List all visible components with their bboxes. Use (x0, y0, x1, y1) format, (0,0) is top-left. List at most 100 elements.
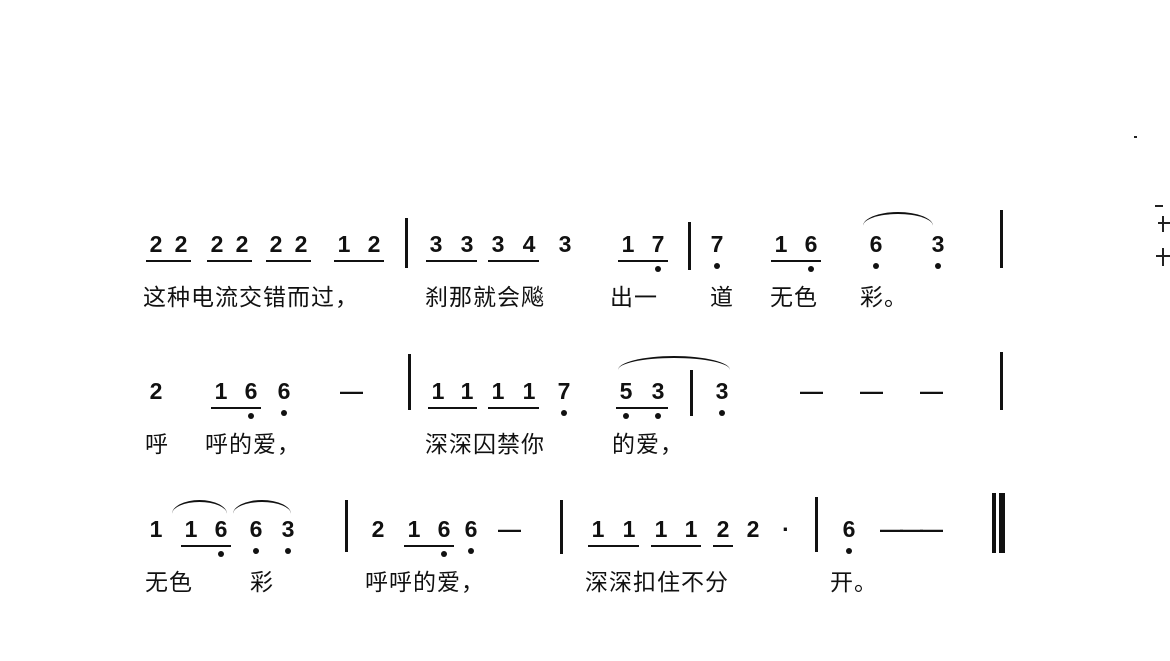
lyric-text: 这种电流交错而过， (143, 285, 359, 311)
octave-dot-below (719, 410, 725, 416)
bar-line (1000, 210, 1003, 268)
eighth-beam (713, 545, 733, 547)
note: 3 (491, 231, 505, 257)
octave-dot-below (655, 266, 661, 272)
note: 1 (684, 516, 698, 542)
lyric-text: 深深扣住不分 (585, 570, 729, 596)
note: 6 (244, 378, 258, 404)
octave-dot-below (441, 551, 447, 557)
bar-line (408, 354, 411, 410)
note: · (782, 516, 790, 542)
final-double-bar (992, 493, 996, 553)
margin-mark (1162, 248, 1164, 266)
note: 2 (716, 516, 730, 542)
note: 1 (522, 378, 536, 404)
note: 6 (249, 516, 263, 542)
dash-sustain: — (860, 378, 883, 404)
bar-line (1000, 352, 1003, 410)
eighth-beam (488, 260, 539, 262)
note: 1 (654, 516, 668, 542)
bar-line (690, 370, 693, 416)
note: 2 (149, 231, 163, 257)
note: 2 (235, 231, 249, 257)
eighth-beam (334, 260, 384, 262)
note: 3 (931, 231, 945, 257)
note: 6 (842, 516, 856, 542)
note: 7 (651, 231, 665, 257)
note: 1 (622, 516, 636, 542)
note: 3 (715, 378, 729, 404)
note: 1 (431, 378, 445, 404)
note: 7 (710, 231, 724, 257)
eighth-beam (426, 260, 477, 262)
eighth-beam (211, 407, 261, 409)
slur-tie (618, 356, 730, 370)
eighth-beam (488, 407, 539, 409)
lyric-text: 开。 (830, 570, 878, 596)
octave-dot-below (873, 263, 879, 269)
lyric-text: 深深囚禁你 (425, 432, 545, 458)
note: 3 (429, 231, 443, 257)
note: 6 (804, 231, 818, 257)
lyric-text: 道 (710, 285, 734, 311)
octave-dot-below (561, 410, 567, 416)
note: 2 (367, 231, 381, 257)
note: 3 (651, 378, 665, 404)
octave-dot-below (655, 413, 661, 419)
note: 6 (214, 516, 228, 542)
lyric-text: 彩 (250, 570, 274, 596)
note: 6 (464, 516, 478, 542)
lyric-text: 刹那就会飚 (425, 285, 545, 311)
margin-mark (1134, 136, 1137, 138)
note: 1 (184, 516, 198, 542)
eighth-beam (771, 260, 821, 262)
eighth-beam (404, 545, 454, 547)
lyric-text: 的爱， (612, 432, 684, 458)
dash-sustain: — (498, 516, 521, 542)
note: 1 (621, 231, 635, 257)
octave-dot-below (935, 263, 941, 269)
margin-mark (1158, 222, 1170, 224)
note: 2 (269, 231, 283, 257)
octave-dot-below (281, 410, 287, 416)
lyric-text: 呼的爱， (205, 432, 301, 458)
note: 7 (557, 378, 571, 404)
bar-line (815, 497, 818, 552)
bar-line (560, 500, 563, 554)
note: 6 (437, 516, 451, 542)
note: 3 (460, 231, 474, 257)
note: 1 (491, 378, 505, 404)
lyric-text: 呼呼的爱， (365, 570, 485, 596)
dash-sustain: — (340, 378, 363, 404)
lyric-text: 呼 (145, 432, 169, 458)
octave-dot-below (846, 548, 852, 554)
eighth-beam (266, 260, 311, 262)
dash-sustain: ——— (880, 516, 943, 542)
octave-dot-below (623, 413, 629, 419)
note: 1 (149, 516, 163, 542)
note: 4 (522, 231, 536, 257)
bar-line (405, 218, 408, 268)
note: 5 (619, 378, 633, 404)
note: 2 (746, 516, 760, 542)
note: 2 (174, 231, 188, 257)
octave-dot-below (248, 413, 254, 419)
note: 2 (294, 231, 308, 257)
bar-line (345, 500, 348, 552)
note: 2 (371, 516, 385, 542)
octave-dot-below (808, 266, 814, 272)
note: 1 (337, 231, 351, 257)
note: 1 (774, 231, 788, 257)
octave-dot-below (253, 548, 259, 554)
octave-dot-below (714, 263, 720, 269)
note: 1 (214, 378, 228, 404)
eighth-beam (616, 407, 668, 409)
lyric-text: 无色 (145, 570, 193, 596)
note: 1 (407, 516, 421, 542)
lyric-text: 出一 (610, 285, 658, 311)
note: 1 (591, 516, 605, 542)
margin-mark (1162, 216, 1164, 232)
eighth-beam (651, 545, 701, 547)
slur-tie (863, 212, 933, 226)
slur-tie (172, 500, 227, 514)
